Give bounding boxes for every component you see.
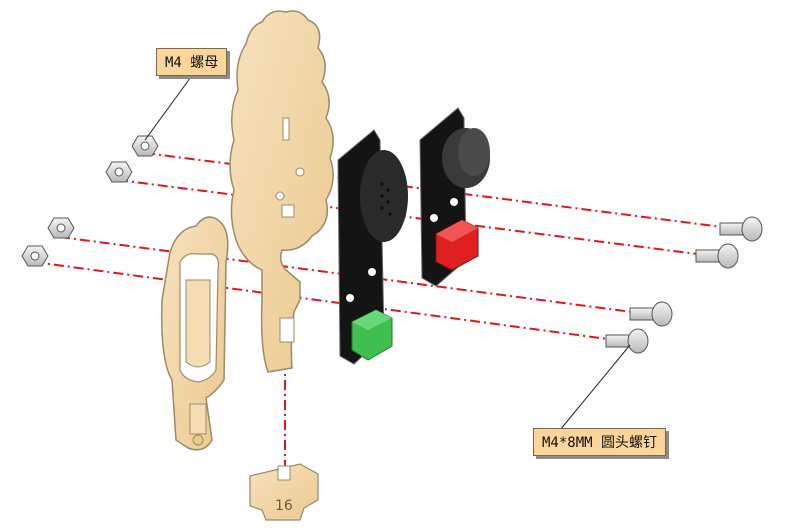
sound-module-board bbox=[337, 129, 408, 365]
screw-2 bbox=[695, 243, 739, 269]
red-button-module bbox=[435, 219, 479, 271]
nut-3 bbox=[47, 217, 75, 239]
leader-lines bbox=[144, 69, 631, 431]
wood-frame bbox=[160, 216, 229, 451]
key-part: 16 bbox=[249, 463, 319, 521]
nut-2 bbox=[105, 161, 133, 183]
wood-face-plate bbox=[229, 10, 334, 373]
m4-nuts bbox=[21, 135, 159, 267]
screw-4 bbox=[605, 328, 649, 354]
nut-1 bbox=[131, 135, 159, 157]
nut-callout-label: M4 螺母 bbox=[156, 48, 228, 76]
nut-4 bbox=[21, 245, 49, 267]
part-number-label: 16 bbox=[275, 498, 293, 514]
m4-screws bbox=[605, 216, 763, 354]
screw-callout-label: M4*8MM 圆头螺钉 bbox=[533, 428, 667, 456]
screw-1 bbox=[719, 216, 763, 242]
screw-3 bbox=[629, 301, 673, 327]
green-button-module bbox=[351, 309, 393, 361]
